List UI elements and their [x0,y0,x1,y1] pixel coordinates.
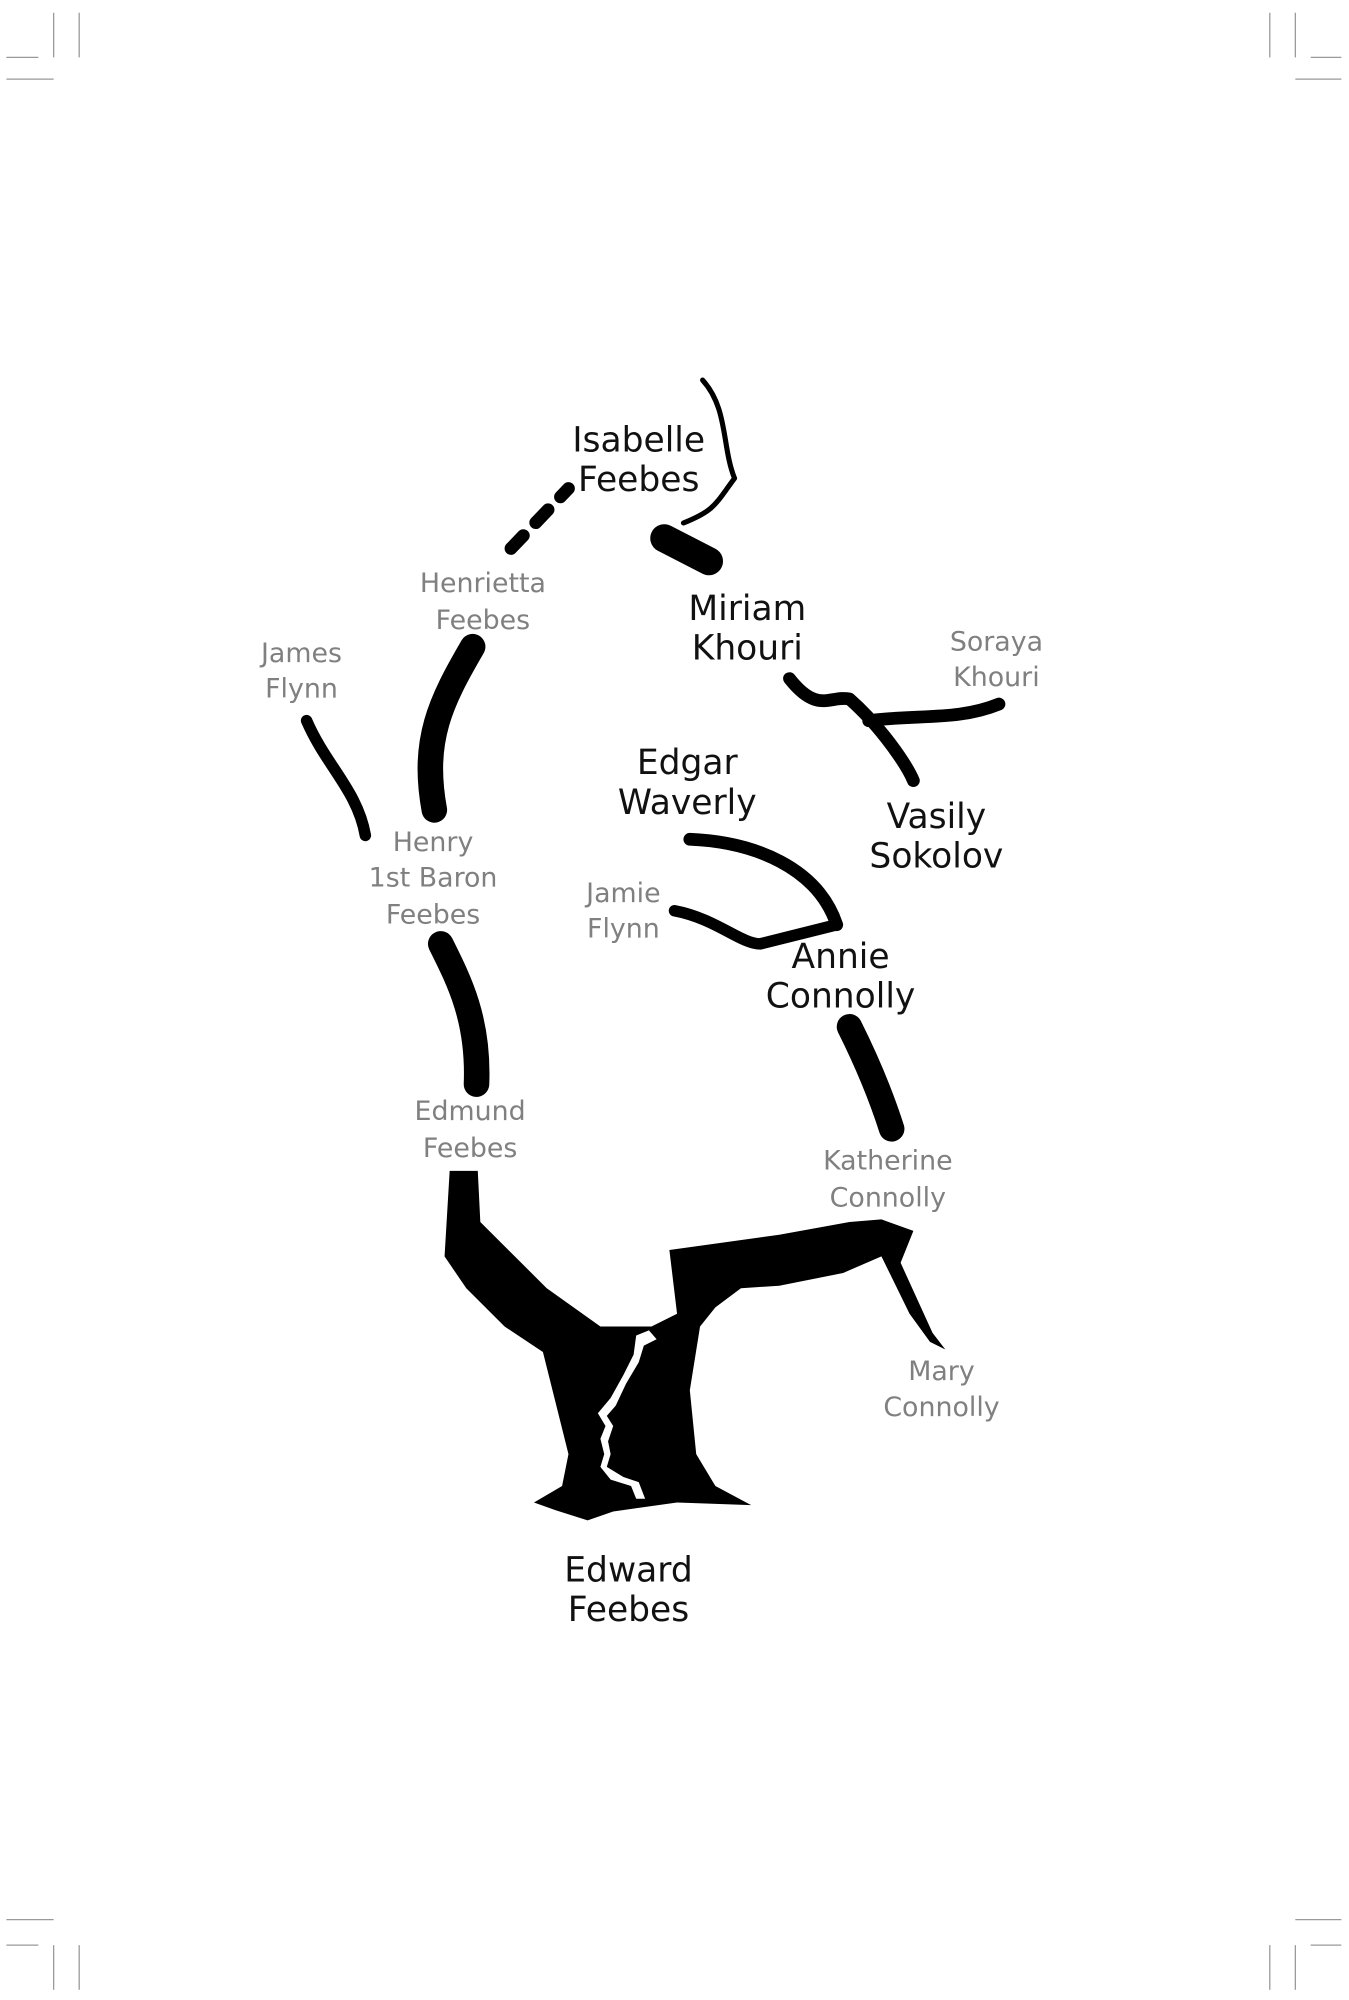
person-annie-connolly: Annie Connolly [766,937,916,1017]
name-line: Henrietta [420,568,546,599]
crop-marks [6,12,1342,1990]
name-line: Annie [792,937,890,977]
person-katherine-connolly: Katherine Connolly [823,1146,953,1214]
branches [300,377,1006,1142]
name-line: Khouri [953,662,1039,693]
name-line: 1st Baron [369,862,498,893]
name-line: Jamie [584,878,660,909]
name-line: Feebes [386,899,480,930]
name-line: Feebes [578,460,699,500]
name-line: Edgar [637,743,739,783]
person-edward-feebes: Edward Feebes [564,1551,692,1631]
name-line: Khouri [692,628,803,668]
tree-trunk [444,1170,946,1521]
name-line: Feebes [423,1133,517,1164]
name-line: Flynn [587,914,660,945]
name-line: Miriam [688,589,806,629]
name-line: Connolly [883,1392,999,1423]
person-soraya-khouri: Soraya Khouri [950,627,1043,694]
person-edmund-feebes: Edmund Feebes [415,1096,526,1164]
name-line: Edward [564,1551,692,1591]
person-henry-1st-baron-feebes: Henry 1st Baron Feebes [369,827,498,931]
name-line: Isabelle [572,421,705,461]
person-miriam-khouri: Miriam Khouri [688,589,806,669]
name-line: Waverly [618,783,757,823]
name-line: Henry [393,827,474,858]
name-line: Katherine [823,1146,953,1177]
person-vasily-sokolov: Vasily Sokolov [869,797,1003,877]
person-jamie-flynn: Jamie Flynn [584,878,660,945]
name-line: Sokolov [869,836,1003,876]
person-james-flynn: James Flynn [259,638,342,705]
person-edgar-waverly: Edgar Waverly [618,743,757,823]
person-henrietta-feebes: Henrietta Feebes [420,568,546,636]
name-line: Feebes [568,1590,689,1630]
name-line: Vasily [887,797,987,837]
name-line: Connolly [766,977,916,1017]
name-line: Feebes [436,605,530,636]
name-line: Connolly [830,1183,946,1214]
name-line: Flynn [265,674,338,705]
name-line: Edmund [415,1096,526,1127]
person-isabelle-feebes: Isabelle Feebes [572,421,705,501]
person-mary-connolly: Mary Connolly [883,1356,999,1423]
name-line: Mary [908,1356,975,1387]
name-line: Soraya [950,627,1043,658]
name-line: James [259,638,342,669]
